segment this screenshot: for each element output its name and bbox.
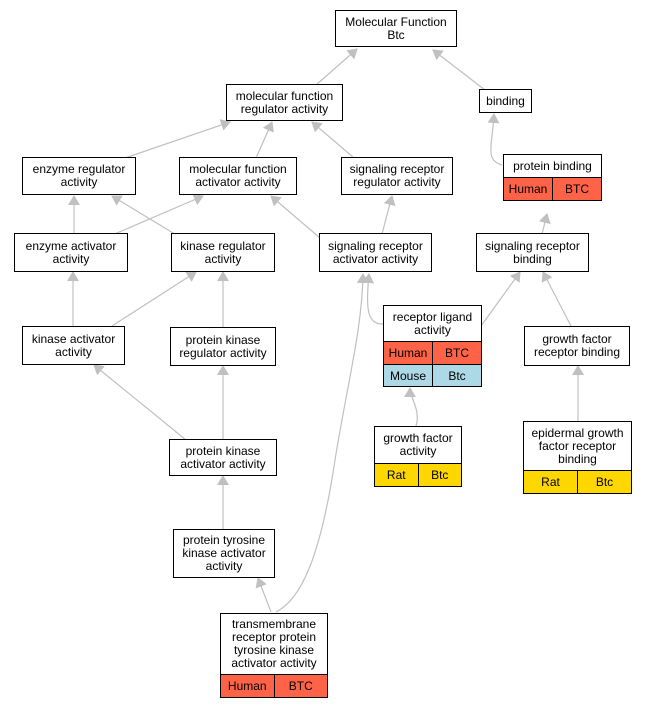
edge-rl-act-to-sr-bind [480,271,521,327]
node-label: protein kinase activator activity [180,443,266,471]
go-node-molecular-function-activator-activity[interactable]: molecular function activator activity [179,157,297,195]
gene-label: BTC [552,178,601,200]
node-label: growth factor receptor binding [533,332,621,359]
species-label: Human [221,675,274,697]
edge-sr-bind-to-prot-bind [538,213,551,235]
edge-trptk-to-sraa [275,273,369,613]
species-label: Human [504,178,552,200]
go-node-signaling-receptor-regulator-activity[interactable]: signaling receptor regulator activity [341,157,453,195]
go-node-protein-tyrosine-kinase-activator-activity[interactable]: protein tyrosine kinase activator activi… [173,529,275,578]
edge-sraa-to-srra [381,195,396,235]
edge-sraa-to-mfaa [270,195,321,239]
gene-label: BTC [432,342,481,364]
gene-label: Btc [417,464,461,486]
node-label: protein kinase regulator activity [179,332,267,360]
edge-enz-act-to-mfaa [109,194,204,237]
go-node-growth-factor-receptor-binding[interactable]: growth factor receptor binding [524,326,630,366]
edge-trptk-to-ptk-act [255,577,272,613]
node-label: signaling receptor activator activity [328,238,423,266]
node-label: signaling receptor binding [485,238,580,266]
node-label: Molecular Function Btc [345,14,447,42]
node-label: protein tyrosine kinase activator activi… [182,533,266,573]
edge-mfra-to-mf-btc [315,48,358,86]
node-label: receptor ligand activity [392,309,473,337]
go-node-molecular-function-regulator-activity[interactable]: molecular function regulator activity [226,84,343,121]
node-label: binding [486,93,525,108]
edge-kin-reg-to-enz-reg [111,195,179,237]
node-label: enzyme regulator activity [32,162,126,189]
node-label: molecular function regulator activity [235,88,334,116]
node-label: molecular function activator activity [189,162,287,189]
node-label: enzyme activator activity [25,238,117,266]
node-label: kinase activator activity [31,331,116,359]
go-node-enzyme-activator-activity[interactable]: enzyme activator activity [14,233,128,272]
species-label: Human [384,342,432,364]
go-node-signaling-receptor-activator-activity[interactable]: signaling receptor activator activity [319,233,432,272]
go-node-molecular-function-btc[interactable]: Molecular Function Btc [335,10,457,47]
edge-enz-reg-to-mfra [124,119,231,159]
edge-kin-act-to-kin-reg [111,271,197,327]
go-node-protein-kinase-activator-activity[interactable]: protein kinase activator activity [169,439,277,476]
node-label: growth factor activity [383,431,453,458]
gene-label: BTC [273,675,327,697]
edge-srra-to-mfra [311,121,355,159]
go-node-signaling-receptor-binding[interactable]: signaling receptor binding [476,233,589,272]
edge-gfrb-to-sr-bind [541,271,573,329]
edge-binding-to-mf-btc [432,49,486,91]
go-node-protein-kinase-regulator-activity[interactable]: protein kinase regulator activity [170,327,276,366]
node-label: protein binding [513,158,592,173]
go-node-enzyme-regulator-activity[interactable]: enzyme regulator activity [22,157,136,195]
go-node-transmembrane-receptor-protein-tyrosine-kinase-activator-activity[interactable]: transmembrane receptor protein tyrosine … [220,613,328,698]
species-label: Mouse [384,365,432,386]
species-label: Rat [375,464,418,486]
node-label: epidermal growth factor receptor binding [531,425,624,466]
go-node-kinase-activator-activity[interactable]: kinase activator activity [22,326,125,365]
species-label: Rat [524,471,577,493]
go-node-kinase-regulator-activity[interactable]: kinase regulator activity [171,233,275,272]
gene-label: Btc [432,365,481,386]
node-label: transmembrane receptor protein tyrosine … [231,617,317,670]
edge-rl-act-to-sraa [362,273,384,325]
node-label: signaling receptor regulator activity [349,162,445,189]
node-label: kinase regulator activity [180,238,266,266]
edge-gf-act-to-rl-act [404,387,418,427]
edge-pk-act-to-kin-act [93,364,187,441]
go-node-binding[interactable]: binding [479,89,532,113]
edge-mfaa-to-mfra [255,121,274,159]
gene-label: Btc [577,471,631,493]
edge-prot-bind-to-binding [487,113,503,166]
go-node-epidermal-growth-factor-receptor-binding[interactable]: epidermal growth factor receptor binding… [523,421,632,494]
